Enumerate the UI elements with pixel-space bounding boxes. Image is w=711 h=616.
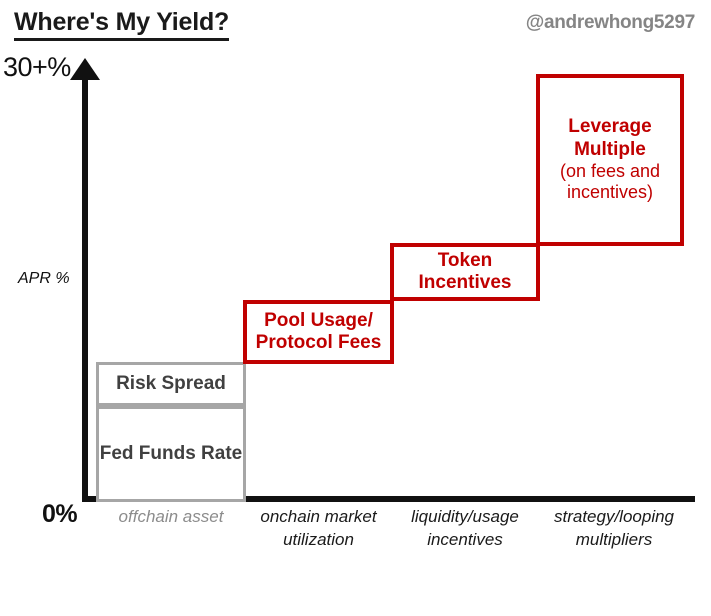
x-axis-label-onchain-market-utilization: onchain market utilization <box>243 506 394 552</box>
bar-label-fed-funds-rate: Fed Funds Rate <box>99 443 243 464</box>
bar-label-pool-fees-line1: Pool Usage/ <box>264 309 373 331</box>
x-axis-label-1-line1: onchain market <box>260 507 377 526</box>
bar-label-pool-fees-line2: Protocol Fees <box>255 332 382 353</box>
x-axis-label-3-line1: strategy/looping <box>553 507 675 526</box>
bar-segment-pool-usage-protocol-fees: Pool Usage/ Protocol Fees <box>243 300 394 364</box>
x-axis-label-liquidity-usage-incentives: liquidity/usage incentives <box>390 506 540 552</box>
x-axis-label-offchain-asset: offchain asset <box>96 506 246 529</box>
bar-label-leverage-line1: Leverage <box>568 116 652 138</box>
y-axis-max-label: 30+% <box>3 52 71 82</box>
x-axis-line <box>82 496 695 502</box>
x-axis-label-1-line2: utilization <box>283 529 354 549</box>
x-axis-label-0-line1: offchain asset <box>118 507 224 526</box>
y-axis-title: APR % <box>18 270 70 287</box>
bar-label-leverage-line3: (on fees and <box>559 161 661 182</box>
x-axis-label-2-line2: incentives <box>427 529 503 549</box>
bar-label-leverage-line2: Multiple <box>574 138 646 160</box>
x-axis-label-2-line1: liquidity/usage <box>411 507 519 526</box>
bar-label-token-line1: Token <box>437 249 493 271</box>
x-axis-label-strategy-looping-multipliers: strategy/looping multipliers <box>536 506 692 552</box>
y-axis-line <box>82 74 88 500</box>
author-handle: @andrewhong5297 <box>525 12 696 33</box>
bar-segment-token-incentives: Token Incentives <box>390 243 540 301</box>
y-axis-min-label: 0% <box>42 500 78 528</box>
x-axis-label-3-line2: multipliers <box>575 529 653 549</box>
bar-label-risk-spread: Risk Spread <box>116 373 226 394</box>
bar-segment-risk-spread: Risk Spread <box>96 362 246 406</box>
bar-label-token-line2: Incentives <box>418 272 512 293</box>
bar-label-leverage-line4: incentives) <box>566 182 654 203</box>
y-axis-arrow-icon <box>70 58 100 80</box>
bar-segment-fed-funds-rate: Fed Funds Rate <box>96 406 246 502</box>
page-title: Where's My Yield? <box>14 8 229 41</box>
bar-segment-leverage-multiple: Leverage Multiple (on fees and incentive… <box>536 74 684 246</box>
